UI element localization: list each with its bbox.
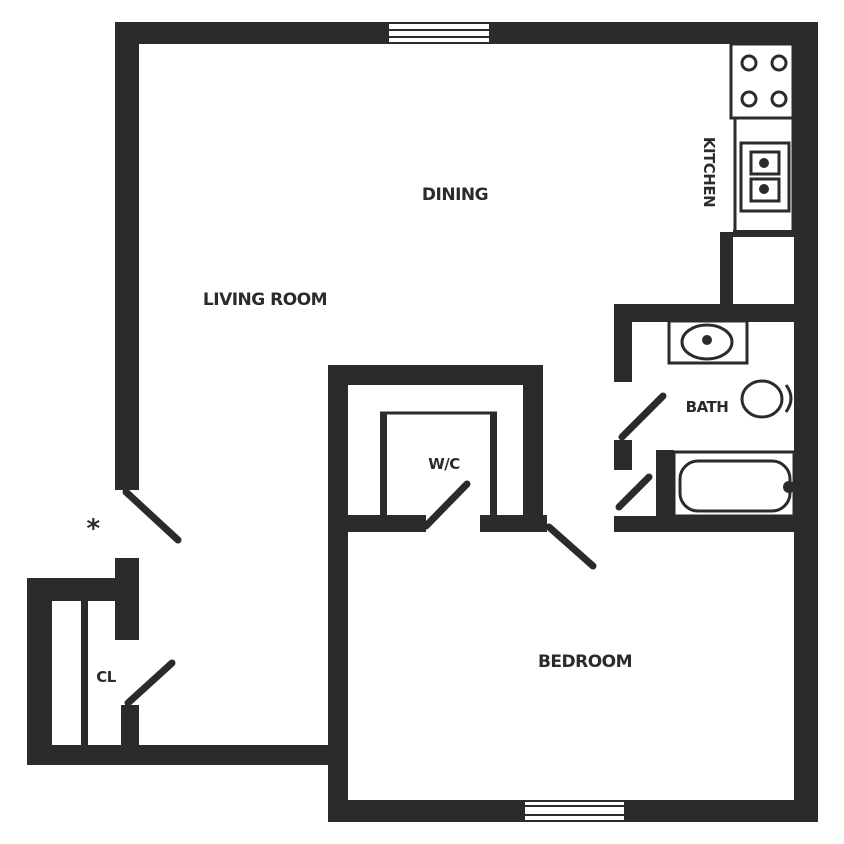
wic-door[interactable] [422, 480, 471, 530]
toilet-icon [740, 379, 793, 419]
room-label-dining: DINING [422, 185, 488, 205]
room-label-closet: CL [96, 668, 117, 686]
room-label-bedroom: BEDROOM [538, 652, 632, 672]
tub-door[interactable] [615, 473, 653, 511]
range-icon [729, 42, 795, 120]
entry-door[interactable] [122, 488, 182, 544]
wic-walls [333, 365, 547, 532]
room-label-kitchen: KITCHEN [700, 137, 718, 207]
bedroom-door[interactable] [545, 523, 597, 570]
room-label-wic: W/C [428, 455, 460, 473]
kitchen-sink-icon [739, 141, 791, 213]
window-bottom [523, 800, 626, 822]
bath-walls [614, 230, 804, 532]
kitchen-counter [733, 116, 795, 234]
closet [50, 599, 121, 745]
room-label-living-room: LIVING ROOM [203, 290, 327, 310]
bathtub-icon [672, 450, 796, 518]
entry-marker-icon: * [86, 514, 100, 544]
bath-door[interactable] [618, 392, 667, 441]
exterior-walls [27, 22, 818, 822]
window-top [387, 22, 491, 44]
closet-door[interactable] [124, 659, 176, 707]
room-label-bath: BATH [686, 398, 729, 416]
bathroom-sink-icon [667, 319, 749, 365]
